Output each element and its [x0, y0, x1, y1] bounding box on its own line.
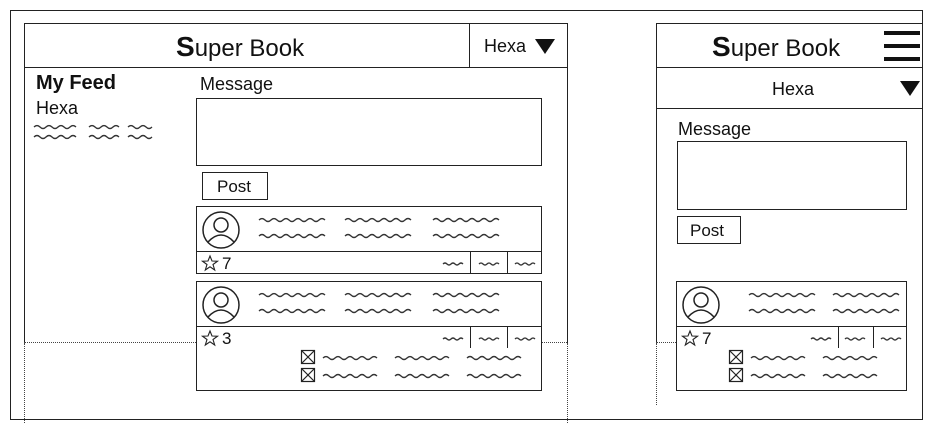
sidebar-user-name: Hexa [36, 98, 79, 118]
message-textarea[interactable] [677, 141, 907, 210]
message-label: Message [200, 74, 274, 94]
post-card: 3 [196, 281, 542, 391]
post-rating: 7 [222, 254, 232, 273]
desktop-header-divider [24, 67, 568, 68]
post-action-divider [507, 251, 508, 273]
post-button-label: Post [690, 221, 725, 240]
sidebar-placeholder-text [33, 124, 153, 140]
brand-initial: S [176, 31, 195, 62]
post-action-divider [838, 326, 839, 348]
desktop-user-dropdown[interactable]: Hexa [470, 24, 567, 67]
desktop-page-continuation-left [24, 343, 25, 423]
sidebar-title: My Feed [36, 72, 117, 94]
brand-name: uper Book [730, 35, 841, 62]
post-card: 7 [676, 281, 907, 391]
desktop-fold-line [541, 342, 567, 343]
post-action-divider [507, 326, 508, 348]
post-footer-divider [677, 326, 906, 327]
desktop-brand-title: Super Book [176, 33, 304, 61]
mobile-user-dropdown[interactable]: Hexa [657, 68, 923, 108]
desktop-page-border [24, 23, 568, 343]
brand-initial: S [712, 31, 731, 62]
post-placeholder-text [748, 292, 900, 314]
post-rating: 3 [222, 329, 232, 348]
triangle-down-icon [900, 81, 920, 96]
checked-box-icon[interactable] [300, 349, 316, 365]
message-label: Message [678, 119, 752, 139]
desktop-fold-line [24, 342, 196, 343]
desktop-page-continuation-right [567, 343, 568, 423]
mobile-page-continuation-left [656, 343, 657, 405]
post-action-divider [873, 326, 874, 348]
post-action-links[interactable] [442, 262, 539, 268]
message-textarea[interactable] [196, 98, 542, 166]
mobile-brand-title: Super Book [712, 33, 840, 61]
user-avatar-icon [202, 211, 240, 249]
comment-placeholder-text [750, 355, 878, 379]
triangle-down-icon [535, 39, 555, 54]
dropdown-label: Hexa [484, 36, 527, 56]
post-action-divider [470, 326, 471, 348]
user-avatar-icon [682, 286, 720, 324]
mobile-header-divider [656, 67, 923, 68]
checked-box-icon[interactable] [728, 367, 744, 383]
post-footer-divider [197, 251, 541, 252]
checked-box-icon[interactable] [300, 367, 316, 383]
star-icon [200, 254, 220, 272]
hamburger-menu-icon[interactable] [884, 31, 920, 63]
mobile-fold-line [656, 342, 676, 343]
user-avatar-icon [202, 286, 240, 324]
post-button[interactable]: Post [677, 216, 741, 244]
star-icon [200, 329, 220, 347]
checked-box-icon[interactable] [728, 349, 744, 365]
post-button[interactable]: Post [202, 172, 268, 200]
post-rating: 7 [702, 329, 712, 348]
brand-name: uper Book [194, 35, 305, 62]
mobile-dropdown-divider [656, 108, 923, 109]
dropdown-label: Hexa [772, 79, 815, 99]
post-action-divider [470, 251, 471, 273]
post-action-links[interactable] [442, 337, 539, 343]
post-button-label: Post [217, 177, 252, 196]
post-card: 7 [196, 206, 542, 274]
post-placeholder-text [258, 292, 500, 314]
post-placeholder-text [258, 217, 500, 239]
comment-placeholder-text [322, 355, 522, 379]
desktop-header-separator [469, 23, 470, 67]
mobile-page-border [656, 23, 923, 343]
star-icon [680, 329, 700, 347]
post-footer-divider [197, 326, 541, 327]
post-action-links[interactable] [810, 337, 905, 343]
